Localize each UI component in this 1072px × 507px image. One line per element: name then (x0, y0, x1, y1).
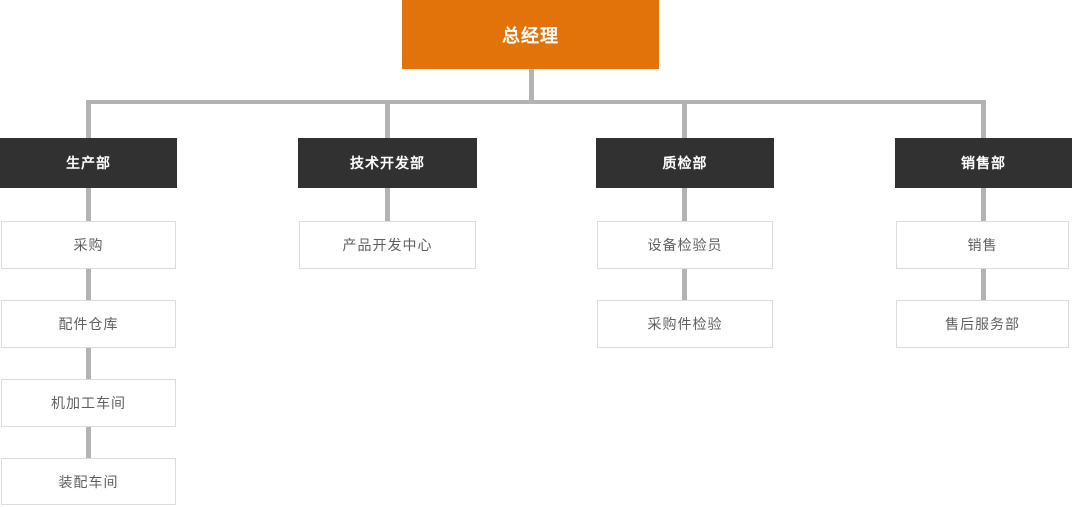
connector-production-4 (86, 427, 91, 458)
child-node-label: 设备检验员 (647, 237, 723, 253)
child-node-label: 配件仓库 (58, 316, 119, 332)
child-node-purchased-parts-inspection: 采购件检验 (597, 300, 773, 348)
child-node-machining-workshop: 机加工车间 (1, 379, 176, 427)
child-node-parts-warehouse: 配件仓库 (1, 300, 176, 348)
child-node-assembly-workshop: 装配车间 (1, 458, 176, 505)
dept-node-quality: 质检部 (596, 138, 774, 188)
child-node-purchasing: 采购 (1, 221, 176, 269)
connector-drop-sales (981, 100, 986, 138)
dept-node-label: 技术开发部 (350, 155, 425, 171)
connector-sales-2 (981, 269, 986, 300)
connector-technology-1 (385, 188, 390, 221)
child-node-label: 采购 (73, 237, 104, 253)
child-node-product-dev-center: 产品开发中心 (299, 221, 476, 269)
connector-drop-production (86, 100, 91, 138)
connector-main-horizontal (86, 100, 986, 104)
dept-node-production: 生产部 (0, 138, 177, 188)
connector-production-2 (86, 269, 91, 300)
child-node-sales: 销售 (896, 221, 1069, 269)
root-node-label: 总经理 (502, 25, 559, 46)
connector-production-3 (86, 348, 91, 379)
connector-root-stem (529, 69, 534, 100)
child-node-label: 售后服务部 (945, 316, 1020, 332)
connector-quality-1 (682, 188, 687, 221)
child-node-label: 装配车间 (58, 473, 119, 490)
child-node-label: 采购件检验 (647, 316, 723, 332)
connector-quality-2 (682, 269, 687, 300)
connector-production-1 (86, 188, 91, 221)
child-node-label: 产品开发中心 (342, 237, 433, 253)
child-node-label: 销售 (967, 237, 998, 253)
dept-node-label: 销售部 (961, 155, 1006, 171)
dept-node-sales: 销售部 (895, 138, 1072, 188)
child-node-equipment-inspector: 设备检验员 (597, 221, 773, 269)
dept-node-label: 生产部 (66, 155, 111, 171)
connector-drop-quality (682, 100, 687, 138)
connector-sales-1 (981, 188, 986, 221)
connector-drop-technology (385, 100, 390, 138)
child-node-label: 机加工车间 (51, 395, 126, 411)
root-node-general-manager: 总经理 (402, 0, 659, 69)
dept-node-technology: 技术开发部 (298, 138, 477, 188)
child-node-after-sales-service: 售后服务部 (896, 300, 1069, 348)
dept-node-label: 质检部 (662, 155, 708, 171)
